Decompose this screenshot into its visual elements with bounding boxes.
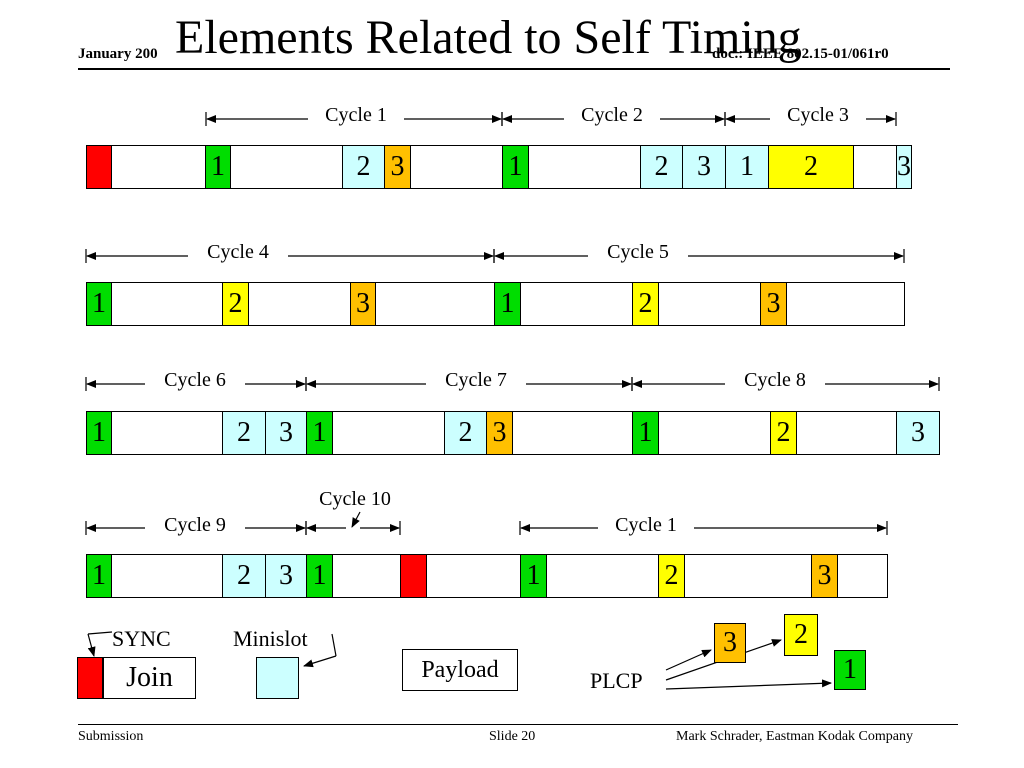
payload-slot (332, 554, 401, 598)
legend-plcp-box-3: 3 (714, 623, 746, 663)
legend-sync-box (77, 657, 103, 699)
slot-green-1: 1 (520, 554, 547, 598)
cycle-label: Cycle 7 (445, 369, 507, 391)
slot-orange-3: 3 (350, 282, 376, 326)
cycle-label: Cycle 9 (164, 514, 226, 536)
footer-slide-number: Slide 20 (489, 729, 536, 744)
slot-cyan-3: 3 (682, 145, 726, 189)
legend-minislot-label: Minislot (233, 626, 308, 651)
payload-slot (230, 145, 343, 189)
payload-slot (520, 282, 633, 326)
plcp-pointer-1 (665, 679, 832, 690)
header-doc-id: doc.: IEEE 802.15-01/061r0 (712, 46, 889, 62)
payload-slot (786, 282, 905, 326)
slot-cyan-2: 2 (444, 411, 487, 455)
slot-yellow-2: 2 (768, 145, 854, 189)
cycle-label: Cycle 4 (207, 241, 269, 263)
slot-cyan-2: 2 (640, 145, 683, 189)
payload-slot (111, 145, 206, 189)
legend-sync-label: SYNC (112, 626, 171, 651)
slot-green-1: 1 (306, 554, 333, 598)
cycle-label: Cycle 5 (607, 241, 669, 263)
cycle-label: Cycle 6 (164, 369, 226, 391)
payload-slot (546, 554, 659, 598)
cycle-label: Cycle 2 (581, 104, 643, 126)
cycle-arrows (85, 112, 940, 690)
legend-plcp-box-2: 2 (784, 614, 818, 656)
slot-orange-3: 3 (486, 411, 513, 455)
slot-yellow-2: 2 (222, 282, 249, 326)
legend-minislot-box (256, 657, 299, 699)
slot-cyan-2: 2 (222, 411, 266, 455)
cycle-label: Cycle 1 (325, 104, 387, 126)
slot-green-1: 1 (205, 145, 231, 189)
legend-plcp-box-1: 1 (834, 650, 866, 690)
payload-slot (528, 145, 641, 189)
slot-green-1: 1 (494, 282, 521, 326)
payload-slot (837, 554, 888, 598)
legend-payload-box: Payload (402, 649, 518, 691)
header-date: January 200 (78, 46, 158, 62)
slot-cyan-3: 3 (896, 411, 940, 455)
payload-slot (111, 411, 223, 455)
minislot-pointer (303, 655, 337, 668)
legend-plcp-label: PLCP (590, 668, 643, 693)
cycle-10-pointer (351, 511, 361, 528)
cycle-label: Cycle 8 (744, 369, 806, 391)
footer-submission: Submission (78, 729, 144, 744)
slot-yellow-2: 2 (658, 554, 685, 598)
slot-orange-3: 3 (760, 282, 787, 326)
minislot-pointer-line (331, 633, 337, 657)
slot-green-1: 1 (86, 282, 112, 326)
slot-yellow-2: 2 (770, 411, 797, 455)
title-divider (78, 68, 950, 70)
slot-yellow-2: 2 (632, 282, 659, 326)
payload-slot (375, 282, 495, 326)
slot-green-1: 1 (632, 411, 659, 455)
legend-join-box: Join (103, 657, 196, 699)
slot-green-1: 1 (86, 554, 112, 598)
payload-slot (111, 282, 223, 326)
slot-cyan-3: 3 (896, 145, 912, 189)
slot-green-1: 1 (86, 411, 112, 455)
slot-green-1: 1 (306, 411, 333, 455)
page-title: Elements Related to Self Timing (175, 11, 802, 64)
footer-author: Mark Schrader, Eastman Kodak Company (676, 729, 913, 744)
slot-cyan-2: 2 (342, 145, 385, 189)
slot-green-1: 1 (502, 145, 529, 189)
payload-slot (248, 282, 351, 326)
sync-pointer (87, 633, 96, 657)
cycle-label: Cycle 3 (787, 104, 849, 126)
payload-slot (853, 145, 897, 189)
payload-slot (410, 145, 503, 189)
payload-slot (658, 282, 761, 326)
plcp-pointer-3 (665, 649, 712, 671)
slot-cyan-2: 2 (222, 554, 266, 598)
payload-slot (512, 411, 633, 455)
slot-orange-3: 3 (384, 145, 411, 189)
sync-pointer-line (87, 631, 113, 635)
slot-cyan-1: 1 (725, 145, 769, 189)
cycle-label: Cycle 1 (615, 514, 677, 536)
payload-slot (658, 411, 771, 455)
payload-slot (684, 554, 812, 598)
cycle-label: Cycle 10 (319, 488, 391, 510)
footer-divider (78, 724, 958, 725)
